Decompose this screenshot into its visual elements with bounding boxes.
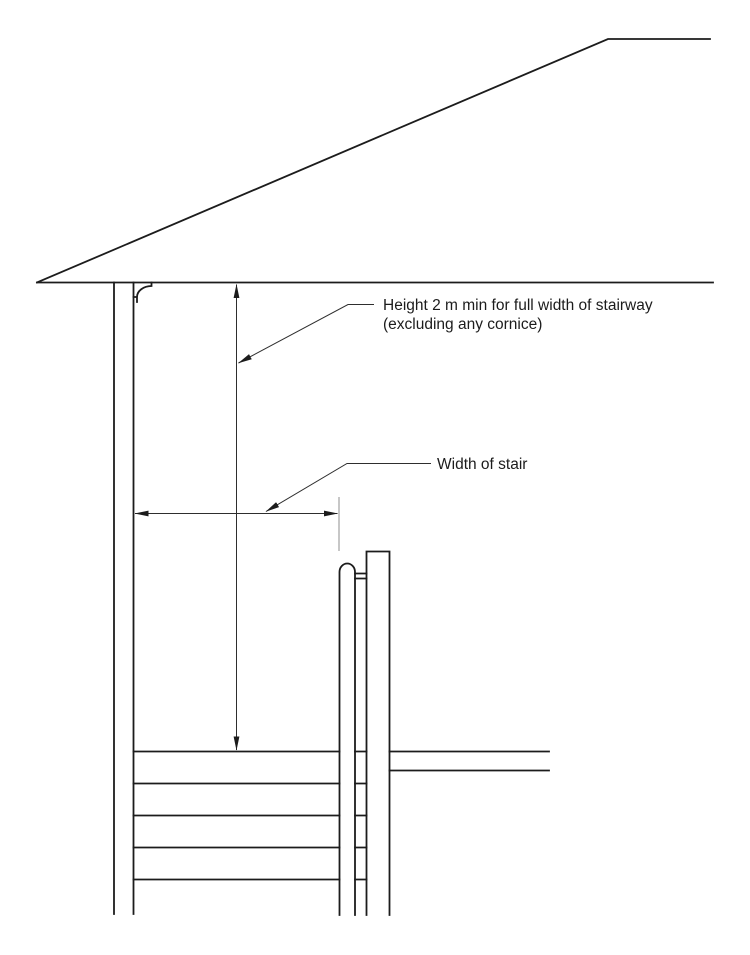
headroom-label-line1: Height 2 m min for full width of stairwa… (383, 297, 653, 314)
cornice-profile (132, 281, 153, 303)
floor-lines (388, 750, 550, 772)
building-outline (35, 38, 714, 915)
width-of-stair-label: Width of stair (437, 456, 527, 473)
balustrade (338, 550, 391, 916)
baluster-rungs (354, 750, 368, 881)
width-leader-line (265, 463, 431, 512)
roof-line (35, 38, 711, 284)
newel-post-outline (365, 550, 391, 916)
handrail-ties (354, 572, 368, 580)
stairs (132, 750, 341, 881)
handrail-outline (338, 562, 356, 916)
headroom-leader-line (238, 304, 374, 364)
headroom-label-line2: (excluding any cornice) (383, 316, 542, 333)
dimensions (134, 284, 431, 751)
